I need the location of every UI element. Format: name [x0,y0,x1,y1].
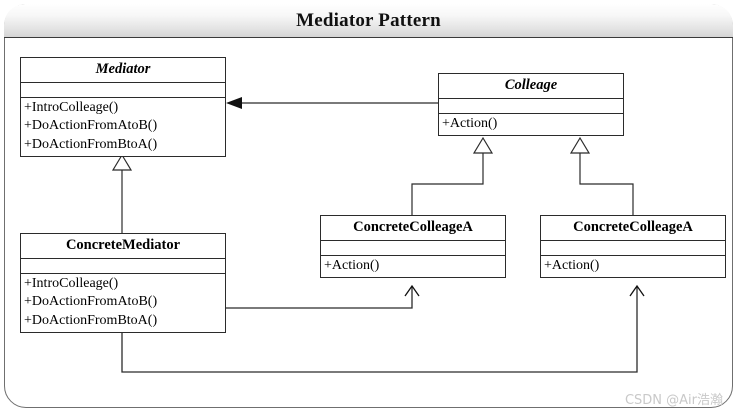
class-attributes-concretecolleagea [321,241,505,256]
class-name-concretemediator: ConcreteMediator [21,234,225,259]
class-name-colleage: Colleage [439,74,623,99]
class-name-concretecolleageb: ConcreteColleageA [541,216,725,241]
class-operations-concretecolleagea: +Action() [321,256,505,277]
class-operations-concretecolleageb: +Action() [541,256,725,277]
class-operation: +DoActionFromAtoB() [24,118,158,134]
class-operations-concretemediator: +IntroColleage() +DoActionFromAtoB() +Do… [21,274,225,332]
class-box-concretemediator[interactable]: ConcreteMediator +IntroColleage() +DoAct… [20,233,226,334]
class-attributes-mediator [21,83,225,98]
class-operations-mediator: +IntroColleage() +DoActionFromAtoB() +Do… [21,98,225,156]
class-operation: +IntroColleage() [24,275,119,291]
class-operation: +DoActionFromBtoA() [24,136,158,152]
class-operations-colleage: +Action() [439,114,623,135]
class-box-colleage[interactable]: Colleage +Action() [438,73,624,137]
diagram-title-bar: Mediator Pattern [4,4,733,38]
class-box-concretecolleagea[interactable]: ConcreteColleageA +Action() [320,215,506,279]
class-name-mediator: Mediator [21,58,225,83]
class-box-mediator[interactable]: Mediator +IntroColleage() +DoActionFromA… [20,57,226,158]
class-operation: +Action() [544,257,600,273]
class-attributes-concretecolleageb [541,241,725,256]
class-attributes-colleage [439,99,623,114]
class-attributes-concretemediator [21,259,225,274]
class-name-concretecolleagea: ConcreteColleageA [321,216,505,241]
class-operation: +DoActionFromBtoA() [24,312,158,328]
class-operation: +Action() [324,257,380,273]
class-operation: +IntroColleage() [24,99,119,115]
class-operation: +Action() [442,115,498,131]
watermark: CSDN @Air浩瀚 [624,393,723,408]
class-operation: +DoActionFromAtoB() [24,294,158,310]
class-box-concretecolleageb[interactable]: ConcreteColleageA +Action() [540,215,726,279]
page-title: Mediator Pattern [296,9,441,31]
